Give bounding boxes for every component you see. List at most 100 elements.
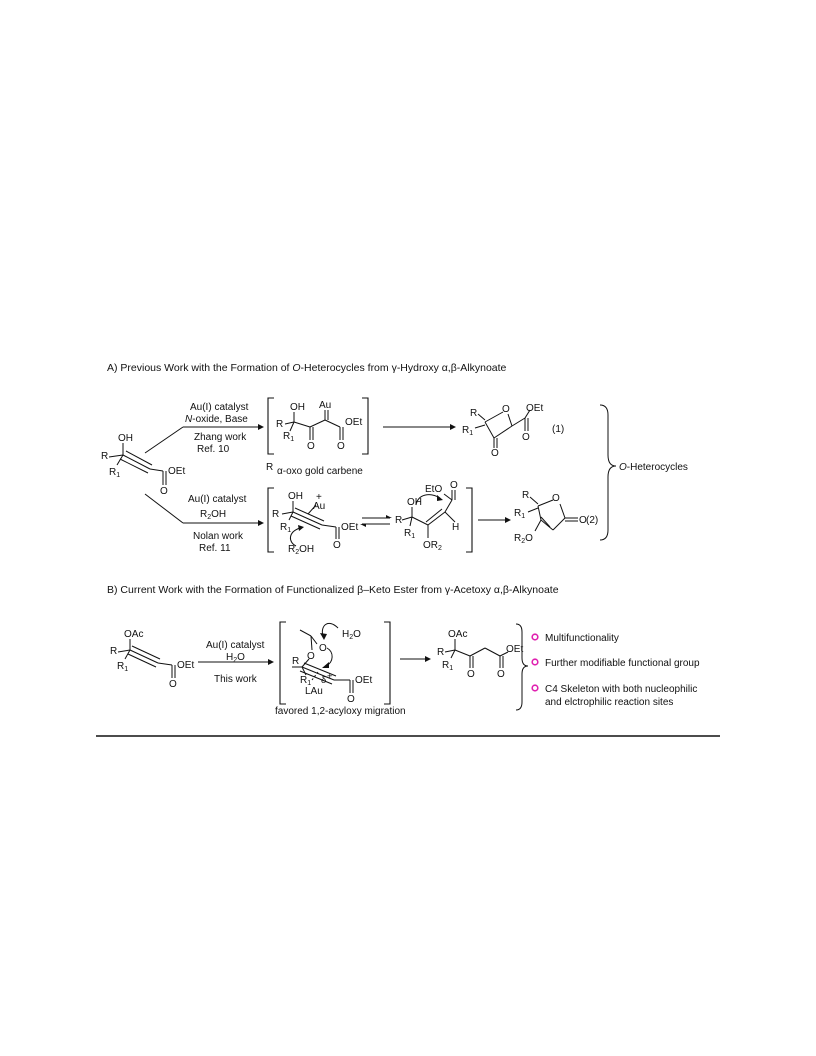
svg-text:O: O bbox=[307, 441, 315, 452]
svg-text:R: R bbox=[292, 656, 299, 667]
keto-ester-arrowhead bbox=[425, 656, 431, 662]
hydroxy-alkynoate-structure: OH R R1 O OEt bbox=[101, 433, 185, 497]
nolan-ref: Ref. 11 bbox=[199, 543, 231, 554]
svg-text:R1: R1 bbox=[442, 660, 453, 672]
svg-text:R1: R1 bbox=[514, 508, 525, 520]
equation-2-label: (2) bbox=[586, 515, 598, 526]
svg-text:OEt: OEt bbox=[168, 466, 185, 477]
feature-bullet bbox=[531, 684, 539, 692]
equilibrium-arrows bbox=[360, 515, 392, 527]
svg-text:OEt: OEt bbox=[526, 403, 543, 414]
zhang-reagent-1: Au(I) catalyst bbox=[190, 402, 249, 413]
svg-text:R1: R1 bbox=[300, 675, 311, 687]
svg-text:R2OH: R2OH bbox=[288, 544, 314, 556]
svg-text:R: R bbox=[276, 419, 283, 430]
nolan-gold-intermediate-structure: OH R R1 + Au O OEt R2OH bbox=[267, 487, 358, 556]
svg-text:R1: R1 bbox=[117, 661, 128, 673]
svg-text:O: O bbox=[467, 669, 475, 680]
svg-text:OH: OH bbox=[407, 497, 422, 508]
svg-text:LAu: LAu bbox=[305, 686, 323, 697]
svg-text:R1: R1 bbox=[404, 528, 415, 540]
feature-bullet bbox=[531, 658, 539, 666]
svg-text:+: + bbox=[316, 492, 322, 503]
svg-text:Au: Au bbox=[313, 501, 325, 512]
keto-ester-product-structure: OAc R R1 O O OEt bbox=[437, 629, 523, 680]
svg-text:O: O bbox=[347, 694, 355, 705]
svg-text:H: H bbox=[452, 522, 459, 533]
oxo-gold-carbene-structure: OH R R1 O Au O OEt bbox=[267, 397, 369, 455]
zhang-arrow-stem bbox=[144, 426, 184, 454]
nolan-reagent-2: R2OH bbox=[200, 509, 226, 521]
svg-text:R: R bbox=[395, 515, 402, 526]
svg-text:O: O bbox=[497, 669, 505, 680]
current-arrowhead bbox=[268, 659, 274, 665]
feature-bullet bbox=[531, 633, 539, 641]
svg-text:R: R bbox=[437, 647, 444, 658]
migration-label: favored 1,2-acyloxy migration bbox=[275, 706, 406, 717]
svg-text:R2O: R2O bbox=[514, 533, 533, 545]
svg-text:O: O bbox=[319, 643, 327, 654]
svg-text:O: O bbox=[307, 651, 315, 662]
svg-text:O: O bbox=[337, 441, 345, 452]
zhang-credit: Zhang work bbox=[194, 432, 247, 443]
svg-text:OH: OH bbox=[288, 491, 303, 502]
features-brace bbox=[515, 623, 529, 711]
acyloxy-migration-intermediate-structure: O O R R1 δ + LAu O OEt H2O bbox=[279, 621, 391, 705]
svg-text:R: R bbox=[110, 646, 117, 657]
current-credit: This work bbox=[214, 674, 258, 685]
svg-text:OEt: OEt bbox=[345, 417, 362, 428]
svg-text:+: + bbox=[327, 671, 333, 682]
svg-text:R: R bbox=[272, 509, 279, 520]
svg-text:O: O bbox=[169, 679, 177, 690]
gold-carbene-label: α-oxo gold carbene bbox=[277, 466, 363, 477]
svg-text:OH: OH bbox=[118, 433, 133, 444]
svg-text:O: O bbox=[502, 404, 510, 415]
zhang-ref: Ref. 10 bbox=[197, 444, 230, 455]
svg-text:O: O bbox=[333, 540, 341, 551]
svg-text:R: R bbox=[522, 490, 529, 501]
stray-r-label: R bbox=[266, 462, 273, 473]
svg-text:O: O bbox=[491, 448, 499, 459]
heterocycles-brace bbox=[599, 404, 617, 541]
zhang-arrowhead bbox=[258, 424, 264, 430]
svg-text:R1: R1 bbox=[280, 522, 291, 534]
feature-item: Multifunctionality bbox=[545, 633, 619, 644]
svg-text:O: O bbox=[522, 432, 530, 443]
svg-text:O: O bbox=[450, 480, 458, 491]
svg-text:R1: R1 bbox=[109, 467, 120, 479]
section-b-title: B) Current Work with the Formation of Fu… bbox=[107, 584, 559, 596]
heterocycles-label: O-Heterocycles bbox=[619, 462, 688, 473]
current-reagent-2: H2O bbox=[226, 652, 245, 664]
oxetane-arrowhead bbox=[450, 424, 456, 430]
svg-text:OEt: OEt bbox=[341, 522, 358, 533]
svg-text:OR2: OR2 bbox=[423, 540, 442, 552]
section-a-title: A) Previous Work with the Formation of O… bbox=[107, 362, 507, 374]
feature-list: Multifunctionality Further modifiable fu… bbox=[531, 633, 700, 708]
svg-text:R: R bbox=[101, 451, 108, 462]
svg-text:O: O bbox=[579, 515, 587, 526]
nolan-reagent-1: Au(I) catalyst bbox=[188, 494, 247, 505]
nolan-credit: Nolan work bbox=[193, 531, 244, 542]
current-reagent-1: Au(I) catalyst bbox=[206, 640, 265, 651]
svg-text:OAc: OAc bbox=[448, 629, 467, 640]
butenolide-arrowhead bbox=[505, 517, 511, 523]
svg-text:O: O bbox=[160, 486, 168, 497]
svg-text:OAc: OAc bbox=[124, 629, 143, 640]
svg-text:OH: OH bbox=[290, 402, 305, 413]
feature-item: and elctrophilic reaction sites bbox=[545, 697, 673, 708]
feature-item: Further modifiable functional group bbox=[545, 658, 700, 669]
acetoxy-alkynoate-structure: OAc R R1 O OEt bbox=[110, 629, 194, 690]
svg-text:O: O bbox=[552, 493, 560, 504]
svg-text:OEt: OEt bbox=[506, 644, 523, 655]
nolan-arrowhead bbox=[258, 520, 264, 526]
svg-text:Au: Au bbox=[319, 400, 331, 411]
svg-text:H2O: H2O bbox=[342, 629, 361, 641]
svg-text:R1: R1 bbox=[283, 431, 294, 443]
nolan-arrow-stem bbox=[144, 493, 184, 524]
equation-1-label: (1) bbox=[552, 424, 564, 435]
zhang-reagent-2: N-oxide, Base bbox=[185, 414, 248, 425]
svg-text:EtO: EtO bbox=[425, 484, 442, 495]
svg-text:δ: δ bbox=[321, 675, 326, 686]
svg-text:OEt: OEt bbox=[177, 660, 194, 671]
